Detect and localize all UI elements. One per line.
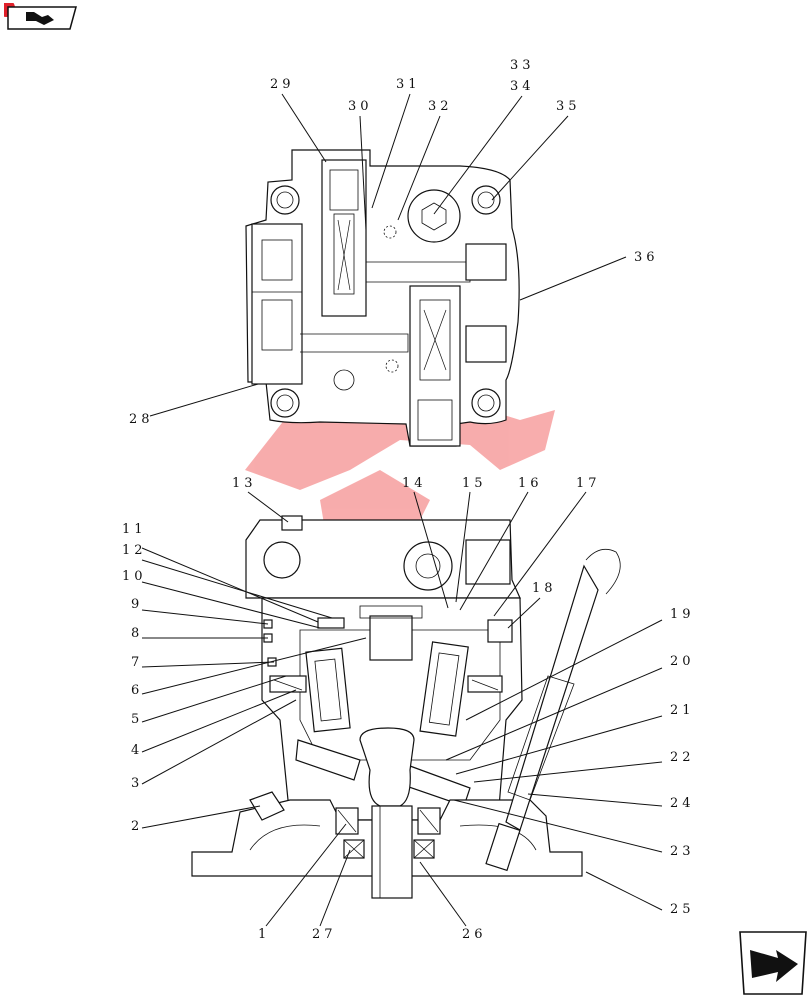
leader-line-l14 xyxy=(413,491,449,609)
callout-label-29: 29 xyxy=(270,77,295,92)
leader-line-l5 xyxy=(141,675,287,723)
leader-line-l34 xyxy=(433,95,523,215)
leader-line-l6 xyxy=(141,637,367,695)
leader-line-l2 xyxy=(141,805,261,829)
leader-line-l27 xyxy=(319,849,351,927)
leader-line-l22 xyxy=(473,761,663,783)
leader-line-l13 xyxy=(247,491,289,523)
leader-line-l30 xyxy=(359,115,367,231)
valve-block-top xyxy=(245,149,520,447)
leader-line-l3 xyxy=(141,699,297,785)
callout-label-28: 28 xyxy=(129,412,154,427)
callout-label-23: 23 xyxy=(670,844,695,859)
back-arrow-icon xyxy=(0,0,77,30)
callout-label-31: 31 xyxy=(396,77,421,92)
leader-line-l11 xyxy=(141,547,319,623)
leader-line-l29 xyxy=(281,93,327,163)
callout-label-30: 30 xyxy=(348,99,373,114)
leader-line-l28 xyxy=(149,383,259,417)
callout-label-33: 33 xyxy=(510,58,535,73)
callout-label-17: 17 xyxy=(576,476,601,491)
callout-label-11: 11 xyxy=(122,522,147,537)
leader-line-l18 xyxy=(507,597,541,629)
callout-label-4: 4 xyxy=(131,743,143,758)
leader-line-l31 xyxy=(371,93,411,209)
leader-line-l12 xyxy=(141,559,333,619)
leader-line-l32 xyxy=(397,115,441,221)
callout-label-26: 26 xyxy=(462,927,487,942)
leader-line-l23 xyxy=(453,799,663,853)
callout-label-7: 7 xyxy=(131,655,143,670)
leader-line-l25 xyxy=(585,871,663,911)
callout-label-20: 20 xyxy=(670,654,695,669)
callout-label-36: 36 xyxy=(634,250,659,265)
callout-label-2: 2 xyxy=(131,819,143,834)
leader-line-l20 xyxy=(445,667,663,761)
leader-line-l24 xyxy=(527,793,663,807)
leader-line-l9 xyxy=(141,609,269,625)
callout-label-5: 5 xyxy=(131,712,143,727)
callout-label-25: 25 xyxy=(670,902,695,917)
callout-label-9: 9 xyxy=(131,597,143,612)
callout-label-18: 18 xyxy=(532,581,557,596)
callout-label-3: 3 xyxy=(131,776,143,791)
leader-line-l16 xyxy=(459,491,529,611)
leader-line-l7 xyxy=(141,661,275,668)
leader-line-l17 xyxy=(493,491,587,617)
callout-label-15: 15 xyxy=(462,476,487,491)
leader-line-l1 xyxy=(265,823,347,927)
callout-label-6: 6 xyxy=(131,683,143,698)
callout-label-24: 24 xyxy=(670,796,695,811)
leader-lines xyxy=(141,93,663,927)
callout-label-13: 13 xyxy=(232,476,257,491)
callout-label-19: 19 xyxy=(670,607,695,622)
leader-line-l26 xyxy=(419,861,467,927)
callout-label-35: 35 xyxy=(556,99,581,114)
back-button[interactable] xyxy=(0,0,78,31)
leader-line-l36 xyxy=(519,256,627,301)
callout-label-22: 22 xyxy=(670,750,695,765)
leader-line-l35 xyxy=(491,115,569,201)
leader-line-l10 xyxy=(141,581,321,629)
leader-line-l15 xyxy=(455,491,471,603)
callout-label-1: 1 xyxy=(258,927,270,942)
callout-label-27: 27 xyxy=(312,927,337,942)
motor-section-bottom xyxy=(191,515,621,899)
callout-label-8: 8 xyxy=(131,626,143,641)
callout-label-16: 16 xyxy=(518,476,543,491)
callout-label-21: 21 xyxy=(670,703,695,718)
leader-line-l4 xyxy=(141,689,297,753)
leader-line-l19 xyxy=(465,619,663,721)
callout-label-12: 12 xyxy=(122,543,147,558)
callout-label-32: 32 xyxy=(428,99,453,114)
callout-label-10: 10 xyxy=(122,569,147,584)
callout-label-14: 14 xyxy=(402,476,427,491)
callout-label-34: 34 xyxy=(510,79,535,94)
leader-line-l21 xyxy=(455,715,663,775)
next-page-button[interactable] xyxy=(738,930,808,996)
next-page-arrow-icon xyxy=(739,931,807,995)
